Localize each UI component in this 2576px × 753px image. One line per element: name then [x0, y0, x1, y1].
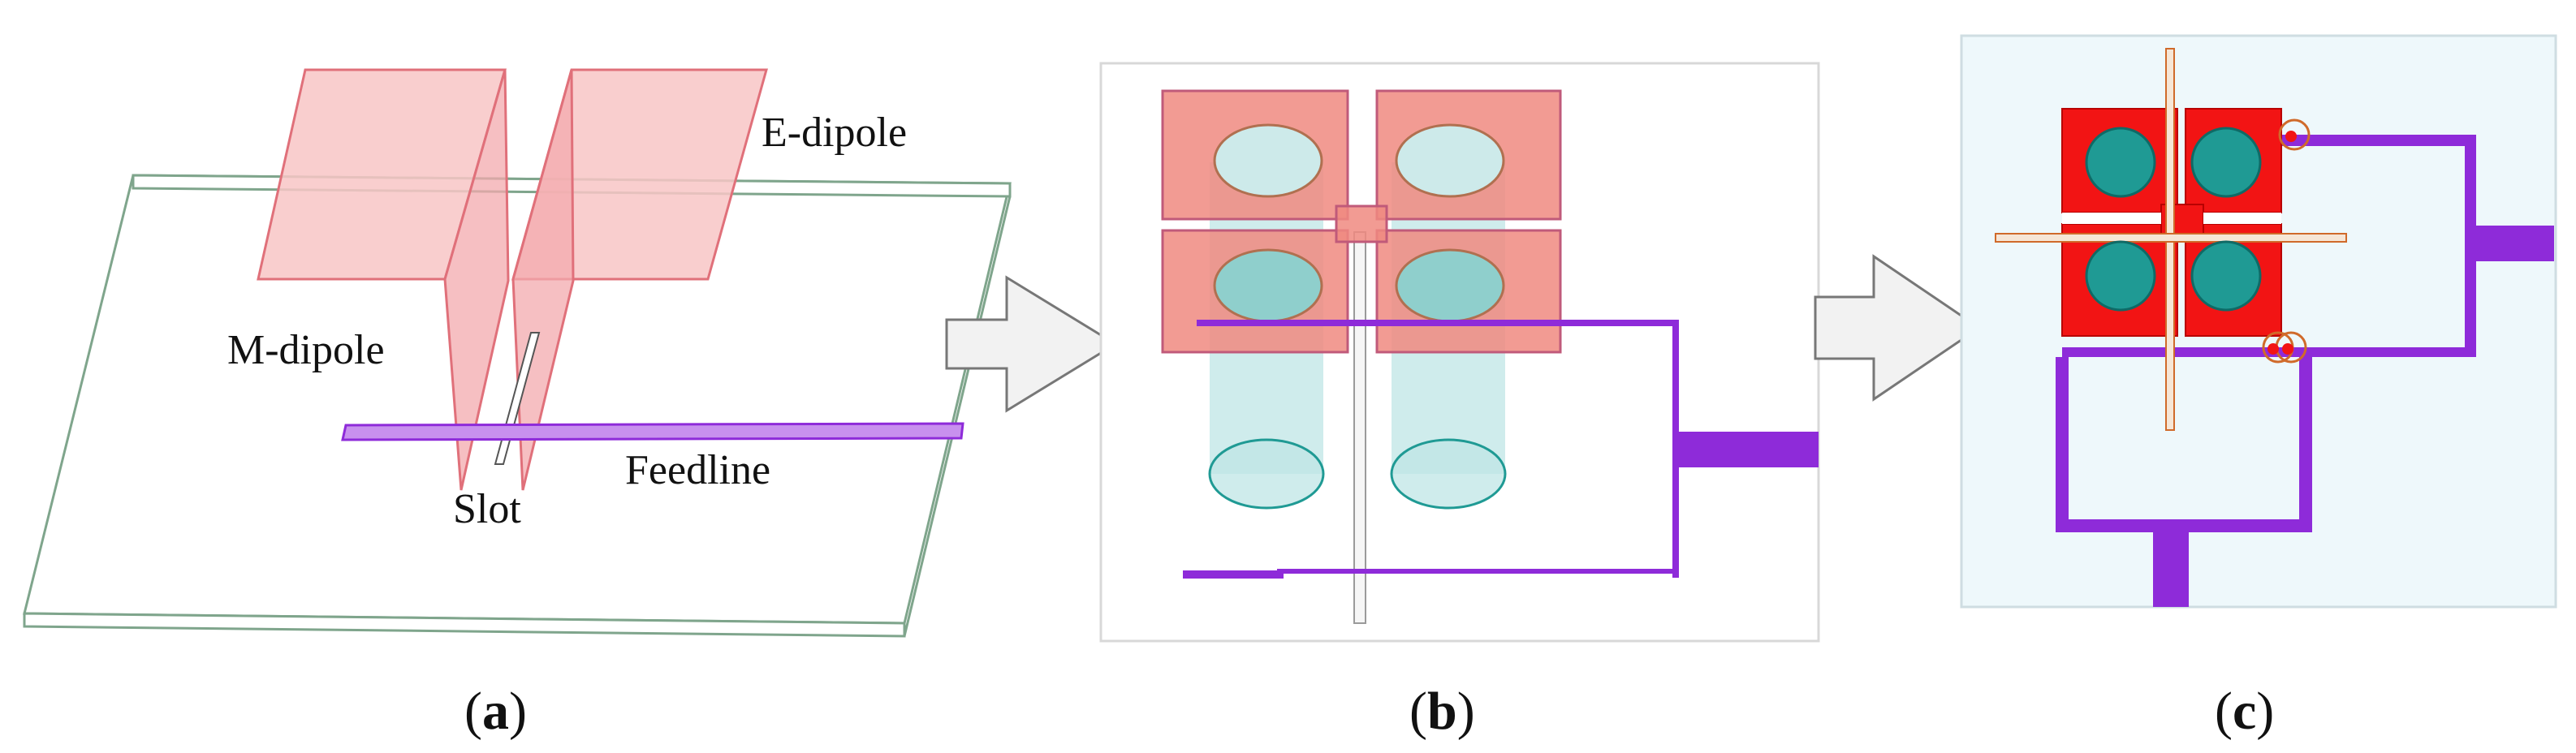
slot-b — [1353, 231, 1366, 624]
feed-pins-c — [2262, 118, 2311, 364]
label-m-dipole: M-dipole — [227, 327, 385, 373]
via-c-top-left — [2085, 127, 2156, 198]
patch-holes-b — [1213, 123, 1505, 323]
label-e-dipole: E-dipole — [762, 110, 907, 156]
caption-c-letter: c — [2233, 682, 2256, 741]
via-c-bottom-right — [2190, 240, 2262, 312]
caption-c: (c) — [2215, 682, 2274, 741]
m-dipole-right-wall — [511, 69, 575, 491]
via-b-bottom-right — [1390, 438, 1507, 510]
arrow-a-to-b-icon — [945, 275, 1118, 413]
via-c-bottom-left — [2085, 240, 2156, 312]
patch-gaps-c — [2062, 213, 2281, 224]
panel-c: (c) — [1960, 34, 2557, 741]
patch-b-center-bridge — [1335, 204, 1388, 243]
via-b-bottom-left — [1208, 438, 1325, 510]
panel-a: E-dipole M-dipole Feedline Slot (a) — [23, 68, 1012, 741]
caption-b-letter: b — [1427, 682, 1457, 741]
m-dipole-left-wall — [443, 69, 510, 491]
feedline-b — [1183, 320, 1819, 579]
caption-a-letter: a — [482, 682, 509, 741]
panel-b: (b) — [1099, 62, 1820, 741]
feedline — [341, 422, 964, 441]
vias-c — [2085, 127, 2262, 312]
caption-b: (b) — [1409, 682, 1475, 741]
label-feedline: Feedline — [625, 447, 770, 493]
caption-a: (a) — [464, 682, 527, 741]
label-slot: Slot — [453, 486, 521, 532]
dipole-arms-c — [1995, 48, 2347, 431]
via-c-top-right — [2190, 127, 2262, 198]
arrow-b-to-c-icon — [1814, 254, 1982, 402]
